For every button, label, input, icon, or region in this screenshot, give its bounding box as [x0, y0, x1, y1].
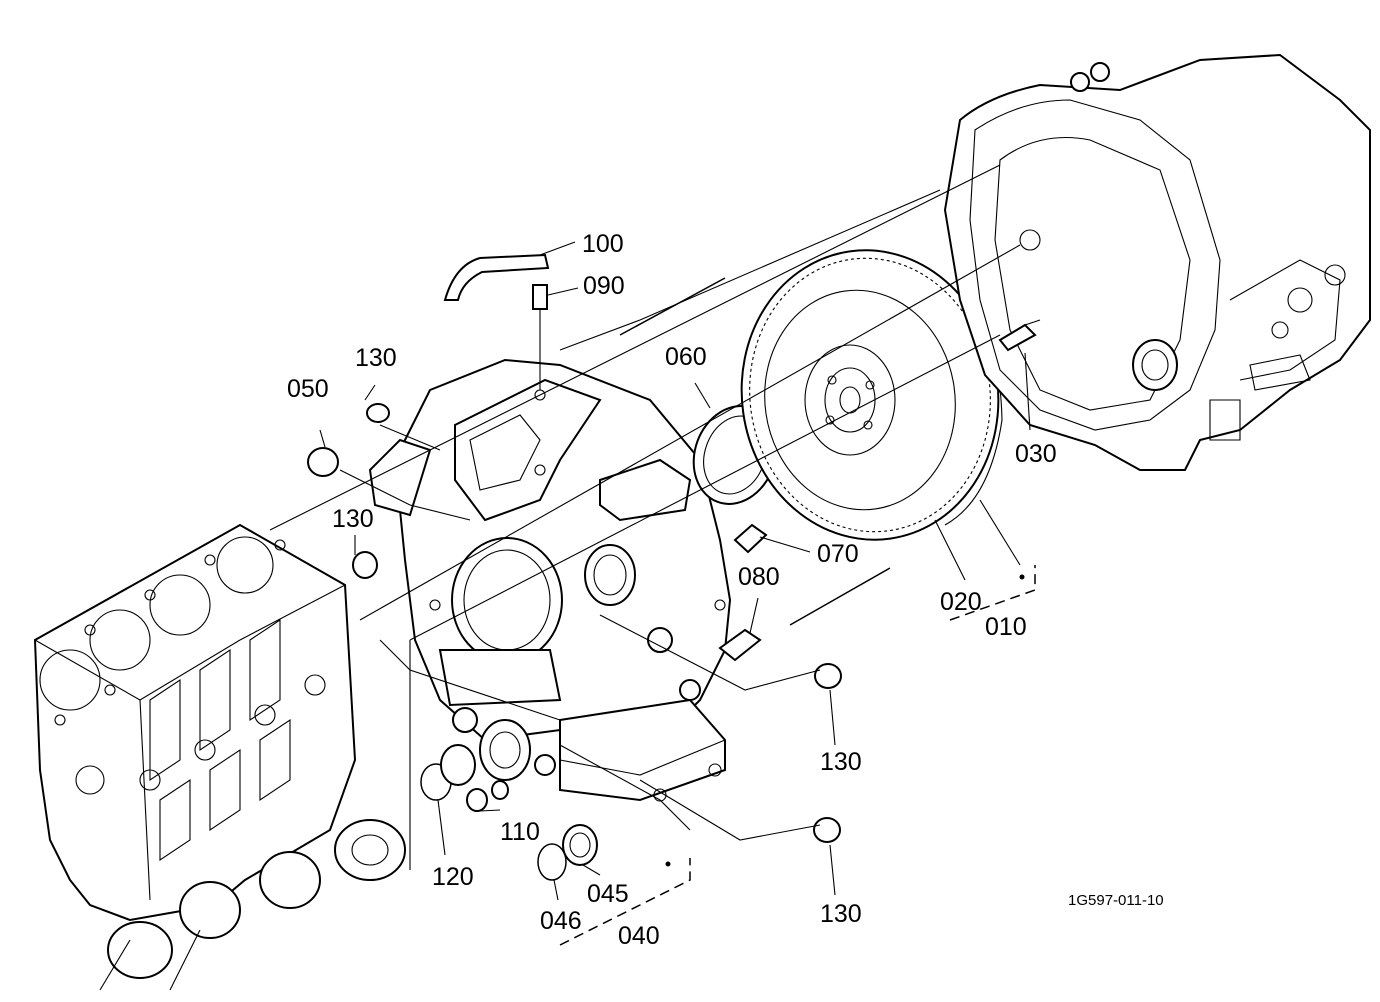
callout-020: 020 — [940, 588, 982, 616]
callout-040: 040 — [618, 922, 660, 950]
callout-120: 120 — [432, 863, 474, 891]
callout-130: 130 — [332, 505, 374, 533]
bellhousing-illustration — [943, 53, 1371, 471]
callout-050: 050 — [287, 375, 329, 403]
callout-090: 090 — [583, 272, 625, 300]
small-parts-illustration — [307, 277, 891, 881]
callout-070: 070 — [817, 540, 859, 568]
flywheel-housing-illustration — [368, 253, 732, 802]
callout-130: 130 — [820, 900, 862, 928]
leader-lines — [269, 164, 1036, 946]
callout-060: 060 — [665, 343, 707, 371]
callout-100: 100 — [582, 230, 624, 258]
callout-130: 130 — [820, 748, 862, 776]
callout-030: 030 — [1015, 440, 1057, 468]
callout-080: 080 — [738, 563, 780, 591]
engine-block-illustration — [33, 523, 406, 991]
callout-labels: 100 090 130 050 060 130 030 070 080 020 … — [287, 230, 1164, 950]
callout-110: 110 — [500, 818, 540, 846]
diagram-reference-code: 1G597-011-10 — [1068, 892, 1164, 909]
callout-046: 046 — [540, 907, 582, 935]
callout-010: 010 — [985, 613, 1027, 641]
callout-130: 130 — [355, 344, 397, 372]
callout-045: 045 — [587, 880, 629, 908]
